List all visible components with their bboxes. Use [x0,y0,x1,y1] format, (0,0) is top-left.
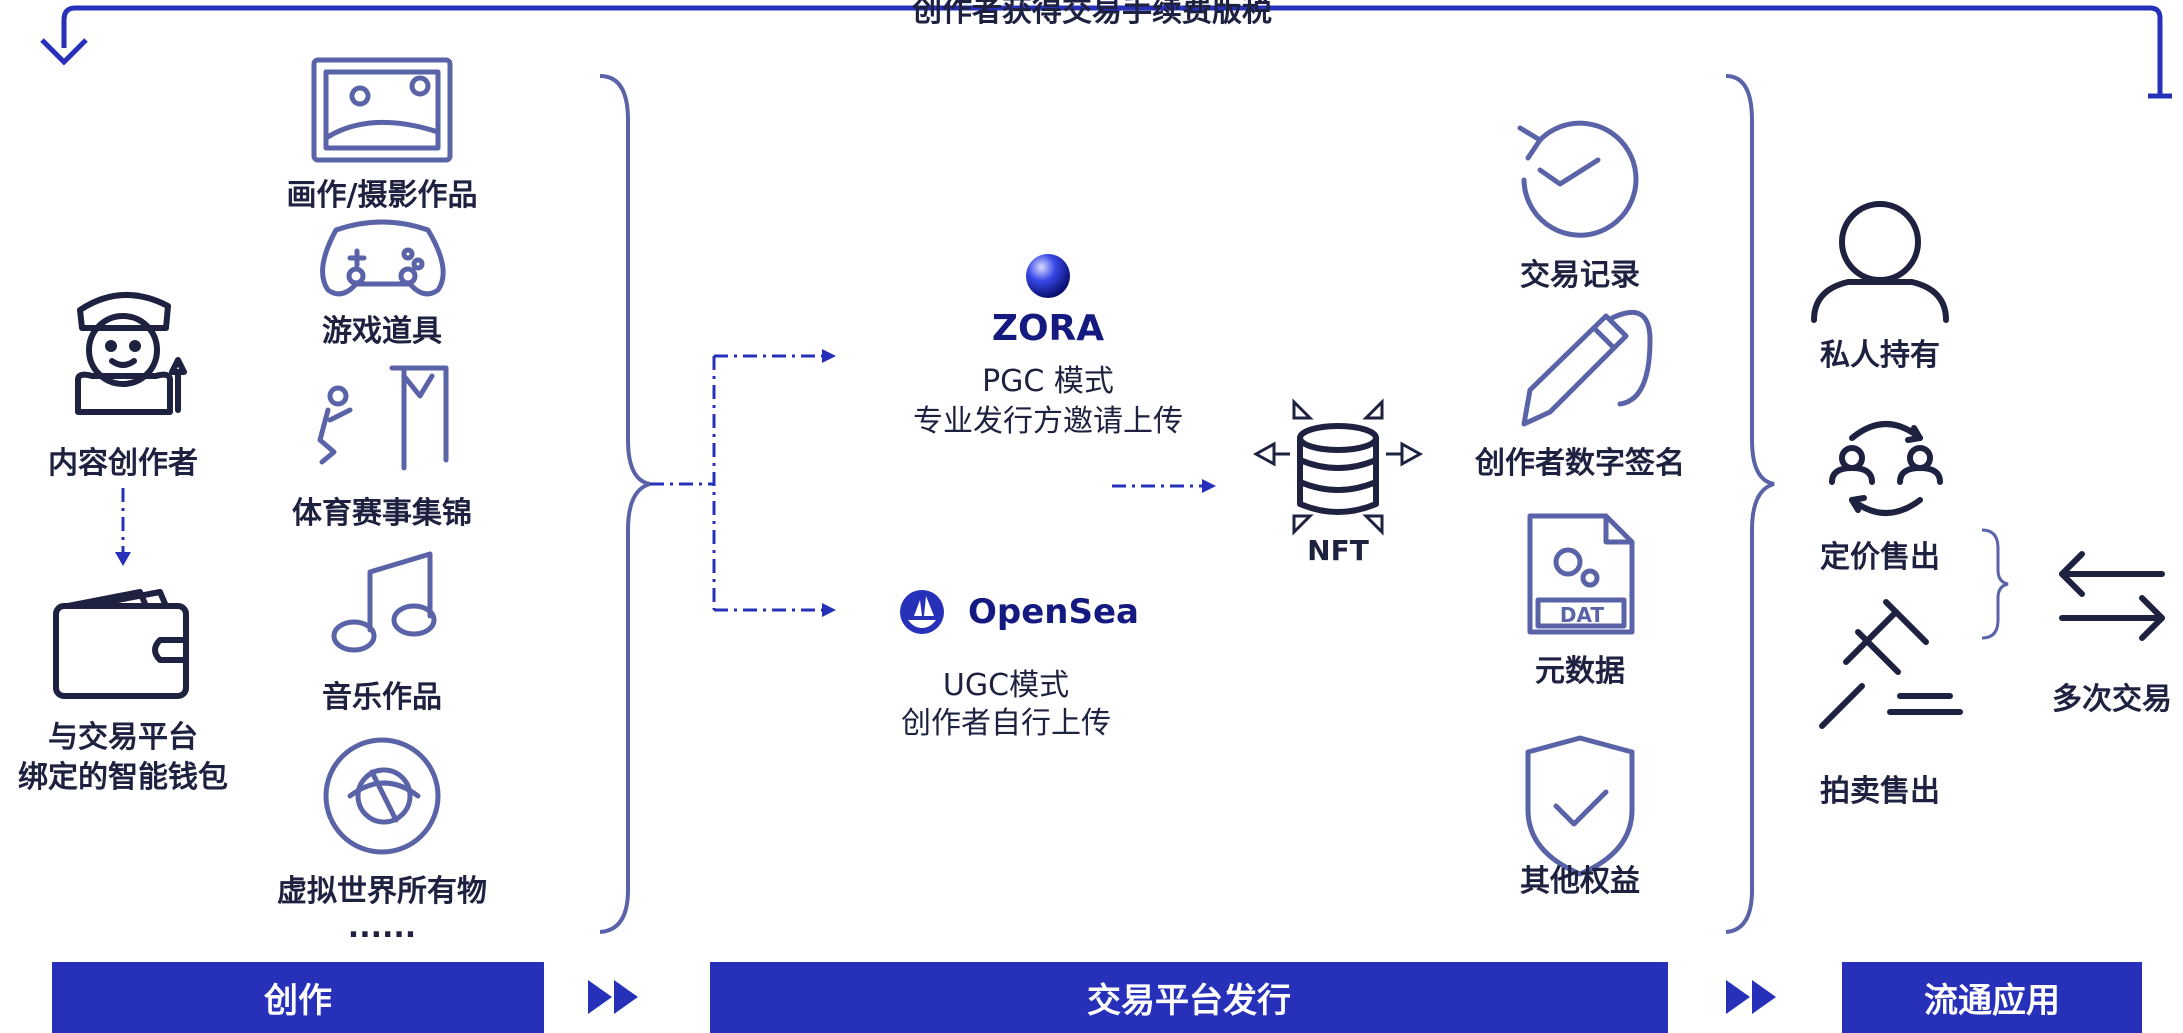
sports-icon [317,365,449,471]
auction-gavel-icon [1819,599,1963,729]
work-painting-label: 画作/摄影作品 [286,178,478,213]
circulation-auction-label: 拍卖售出 [1820,774,1940,809]
opensea-mode: UGC模式 [942,668,1070,703]
stage-bar-circulation: 流通应用 [1842,962,2142,1033]
wallet-label-line1: 与交易平台 [48,720,198,755]
work-music-label: 音乐作品 [322,680,442,715]
top-banner-text: 创作者获得交易手续费版税 [912,0,1272,29]
work-game-label: 游戏道具 [322,314,442,349]
circulation-private-label: 私人持有 [1820,338,1940,373]
attr-other-label: 其他权益 [1520,864,1640,899]
work-more-label: ...... [347,910,417,945]
metadata-file-text: DAT [1559,603,1605,627]
opensea-desc: 创作者自行上传 [901,706,1111,741]
zora-name: ZORA [991,308,1105,349]
history-icon [1517,120,1639,238]
nft-label: NFT [1307,534,1369,567]
attr-history-label: 交易记录 [1520,258,1640,293]
zora-desc: 专业发行方邀请上传 [913,404,1183,439]
zora-mode: PGC 模式 [982,364,1114,399]
virtual-world-icon [323,737,441,855]
wallet-label-line2: 绑定的智能钱包 [18,760,228,795]
work-virtual-label: 虚拟世界所有物 [277,874,487,909]
fixed-price-icon [1829,421,1943,516]
attr-signature-label: 创作者数字签名 [1475,446,1685,481]
signature-pen-icon [1521,309,1653,427]
private-holder-icon [1811,201,1949,323]
circulation-fixed-price-label: 定价售出 [1820,540,1940,575]
shield-check-icon [1525,735,1635,877]
multi-trade-arrows-icon [2059,551,2165,641]
painting-icon [311,57,453,163]
stage-bar-platform: 交易平台发行 [710,962,1668,1033]
creator-label: 内容创作者 [48,446,198,481]
circulation-multi-trade-label: 多次交易 [2052,682,2172,717]
attr-metadata-label: 元数据 [1535,654,1625,689]
gamepad-icon [320,219,446,297]
stage-bar-creation: 创作 [52,962,544,1033]
music-icon [331,551,437,653]
opensea-name: OpenSea [968,592,1139,632]
metadata-file-icon [1527,513,1635,635]
work-sports-label: 体育赛事集锦 [292,496,472,531]
